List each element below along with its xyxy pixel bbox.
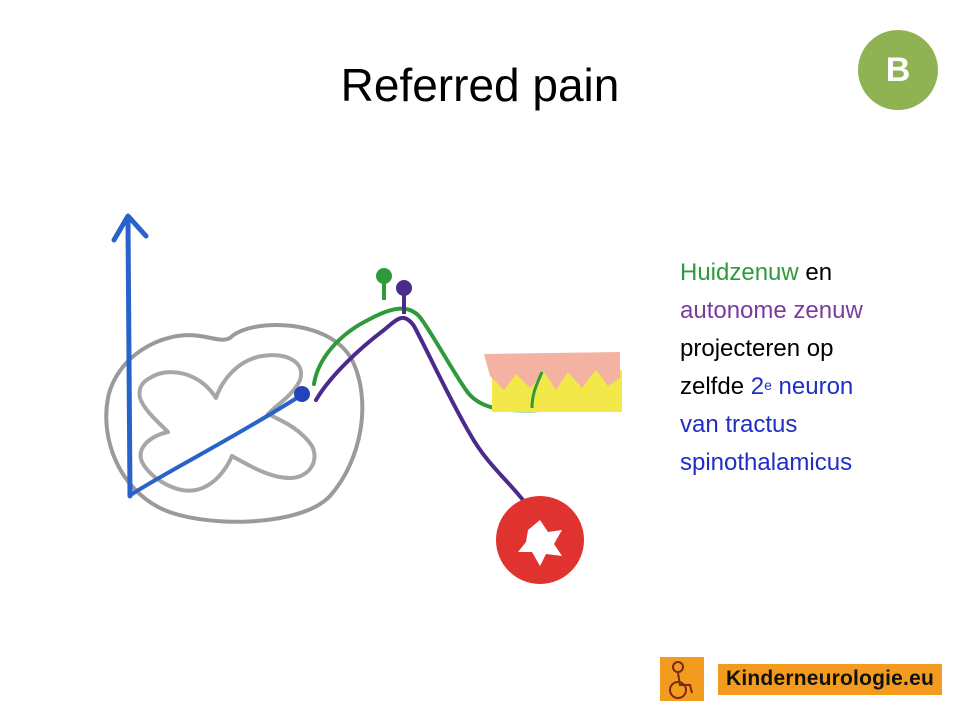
section-badge: B [858, 30, 938, 110]
caption-line-1: Huidzenuw en [680, 254, 863, 292]
caption-line-3: projecteren op [680, 335, 834, 362]
caption-line-4-prefix: zelfde [680, 373, 751, 400]
second-neuron-cell-body [294, 386, 310, 402]
caption-line-5: van tractus [680, 411, 798, 438]
caption-line-4: zelfde 2e neuron [680, 368, 863, 406]
second-neuron-axon [130, 394, 302, 496]
child-wheelchair-icon [660, 657, 704, 701]
caption-skin-nerve: Huidzenuw [680, 259, 799, 286]
explanation-text: Huidzenuw en autonome zenuw projecteren … [680, 254, 863, 482]
autonomic-nerve-line [314, 315, 528, 506]
organ-lumen [518, 520, 562, 566]
caption-autonomic-nerve: autonome zenuw [680, 297, 863, 324]
caption-neuron-sup: e [764, 377, 772, 393]
skin-epidermis-layer [484, 352, 620, 390]
caption-line-4-rest: neuron [771, 373, 854, 400]
skin-nerve-ganglion [376, 268, 392, 284]
up-arrow-icon [111, 213, 149, 243]
logo-text[interactable]: Kinderneurologie.eu [718, 663, 942, 695]
kinderneurologie-logo[interactable]: Kinderneurologie.eu [660, 657, 942, 701]
slide-title: Referred pain [340, 59, 620, 111]
skin-nerve-ending [530, 371, 544, 409]
spinal-cord-outline [104, 323, 365, 524]
caption-line-1-rest: en [798, 259, 833, 286]
grey-matter-butterfly [137, 353, 317, 493]
autonomic-ganglion [396, 280, 412, 296]
caption-neuron-number: 2 [750, 373, 765, 400]
caption-line-6: spinothalamicus [680, 449, 853, 476]
spinothalamic-tract-line [125, 219, 133, 499]
